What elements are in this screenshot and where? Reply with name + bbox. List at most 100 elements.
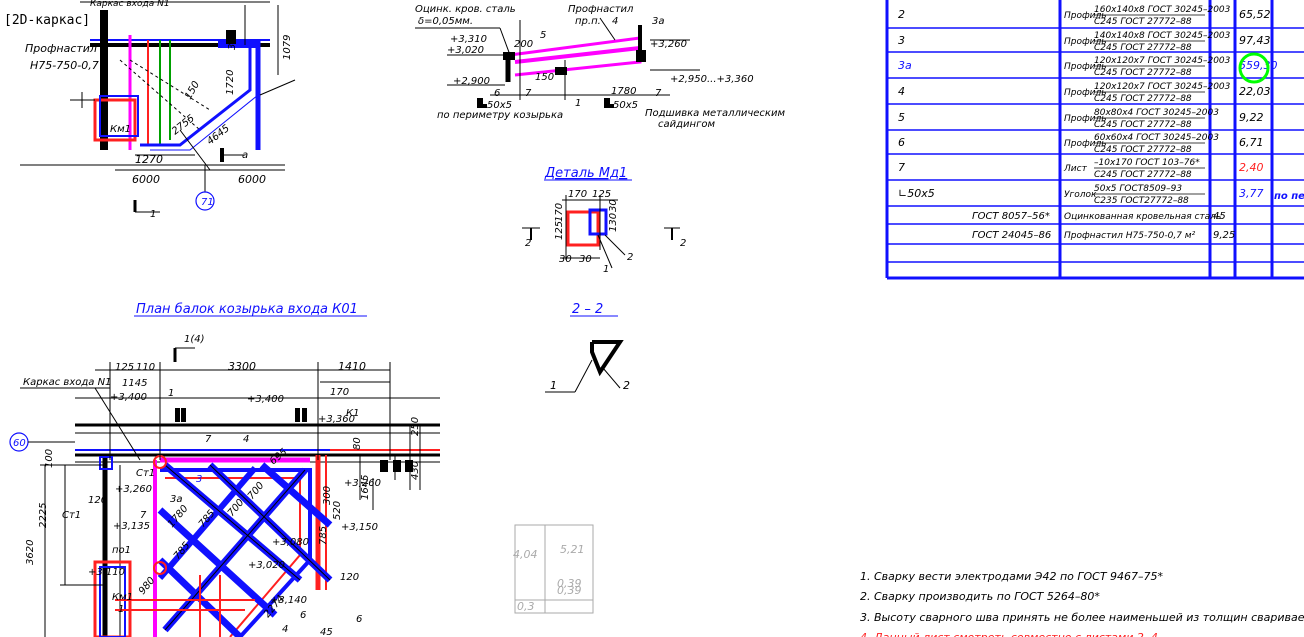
plan-dimension-label: 4 (243, 434, 249, 445)
table-cell-name: Уголок (1064, 190, 1097, 200)
plan-dimension-label: 120 (340, 572, 359, 583)
drawing-title: Деталь Мд1 (544, 166, 627, 181)
table-cell-mass: 6,71 (1239, 136, 1264, 149)
frame-dimension-label: 6000 (238, 173, 266, 186)
detail-dimension-label: 1780 (611, 86, 636, 97)
detail-dimension-label: сайдингом (658, 119, 715, 130)
detail-dimension-label: +2,950...+3,360 (670, 74, 754, 85)
table-cell-name: Профиль (1064, 37, 1107, 47)
frame-dimension-label: 6000 (132, 173, 160, 186)
table-cell-name: Профиль (1064, 62, 1107, 72)
detail-dimension-label: 150 (535, 72, 554, 83)
plan-dimension-label: +3,140 (270, 595, 307, 606)
plan-dimension-label: 700 (246, 480, 267, 502)
table-cell-spec: 120х120х7 ГОСТ 30245–2003 (1094, 82, 1231, 92)
detail-dimension-label: 50x5 (487, 100, 512, 111)
table-cell-spec: 60х60х4 ГОСТ 30245–2003 (1094, 133, 1219, 143)
plan-dimension-label: К1 (346, 408, 359, 419)
mg1-dimension-label: 1 (603, 264, 609, 275)
plan-dimension-label: 60 (13, 438, 26, 449)
plan-dimension-label: 120 (88, 495, 107, 506)
plan-dimension-label: 6 (356, 614, 362, 625)
frame-dimension-label: 150 (183, 79, 202, 101)
plan-dimension-label: 4 (282, 624, 288, 635)
table-cell-mark: ГОСТ 8057–56* (972, 211, 1050, 222)
frame-dimension-label: Каркас входа N1 (90, 0, 170, 9)
canopy-beam-plan: План балок козырька входа К01 (9, 302, 440, 637)
frame-dimension-label: 1270 (135, 153, 163, 166)
plan-dimension-label: 520 (332, 501, 343, 520)
frame-dimension-label: Н75-750-0,7 (30, 59, 99, 72)
plan-dimension-label: 250 (410, 417, 421, 436)
section-callout-label: 1 (550, 379, 557, 392)
table-cell-mass: 97,43 (1239, 34, 1271, 47)
plan-dimension-label: 3300 (228, 360, 256, 373)
mg1-dimension-label: 130 (608, 213, 619, 232)
top-left-frame-drawing: Каркас входа N1 Профнастил Н75-750-0,7 К… (20, 0, 296, 220)
note-line: 4. Данный лист смотреть совместно с лист… (860, 631, 1158, 637)
table-cell-spec: 160х140х8 ГОСТ 30245–2003 (1094, 5, 1231, 15)
plan-dimension-label: 80 (352, 437, 363, 450)
plan-dimension-label: +3,400 (110, 392, 147, 403)
table-cell-spec: С245 ГОСТ 27772–88 (1094, 170, 1192, 180)
table-cell-mark: ГОСТ 24045–86 (972, 230, 1051, 241)
selection-highlight-circle[interactable] (1238, 52, 1270, 84)
plan-dimension-label: 125 (115, 362, 134, 373)
plan-dimension-label: +3,080 (272, 537, 309, 548)
detail-dimension-label: +3,020 (447, 45, 484, 56)
table-cell-name: Профиль (1064, 139, 1107, 149)
frame-dimension-label: 71 (201, 197, 214, 208)
table-cell-spec: С245 ГОСТ 27772–88 (1094, 94, 1192, 104)
table-cell-spec: С235 ГОСТ27772–88 (1094, 196, 1189, 206)
plan-dimension-label: 100 (44, 449, 55, 468)
faint-value-label: 4,04 (513, 548, 538, 561)
plan-dimension-label: Км1 (112, 592, 133, 603)
detail-dimension-label: 200 (514, 39, 533, 50)
table-cell-name: Профнастил Н75-750-0,7 м² (1064, 231, 1196, 241)
plan-dimension-label: Каркас входа N1 (23, 377, 111, 388)
table-cell-spec: С245 ГОСТ 27772–88 (1094, 17, 1192, 27)
frame-dimension-label: 1 (150, 209, 156, 220)
viewport-label[interactable]: [2D-каркас] (2, 13, 93, 28)
faint-background-fragment: 5,21 4,04 0,39 0,39 0,3 (513, 524, 594, 614)
detail-mg1: Деталь Мд1 170 125 30 30 125 170 130 30 … (522, 166, 686, 275)
plan-dimension-label: 6 (300, 610, 306, 621)
plan-dimension-label: 1410 (338, 360, 366, 373)
table-cell-mark: ∟50х5 (898, 187, 935, 200)
detail-dimension-label: 7 (525, 88, 532, 99)
plan-dimension-label: 1(4) (184, 334, 205, 345)
table-cell-mark: 4 (898, 85, 905, 98)
plan-dimension-label: 110 (136, 362, 155, 373)
table-cell-extra: по пер (1274, 191, 1304, 202)
table-cell-spec: 120х120х7 ГОСТ 30245–2003 (1094, 56, 1231, 66)
table-cell-mass: 22,03 (1239, 85, 1271, 98)
mg1-dimension-label: 2 (525, 238, 531, 249)
plan-dimension-label: +3,260 (344, 478, 381, 489)
detail-dimension-label: 6 (494, 88, 500, 99)
plan-dimension-label: 7 (205, 434, 212, 445)
detail-dimension-label: 1 (575, 98, 581, 109)
plan-dimension-label: +3,135 (113, 521, 150, 532)
plan-dimension-label: по1 (112, 545, 131, 556)
plan-dimension-label: +3,400 (247, 394, 284, 405)
table-cell-name: Профиль (1064, 114, 1107, 124)
table-cell-spec: С245 ГОСТ 27772–88 (1094, 145, 1192, 155)
mg1-dimension-label: 125 (554, 221, 565, 240)
detail-dimension-label: Оцинк. кров. сталь (415, 4, 516, 15)
plan-dimension-label: 1 (118, 604, 124, 615)
frame-dimension-label: 350 (227, 31, 238, 50)
plan-dimension-label: 3 (196, 474, 202, 485)
note-line: 2. Сварку производить по ГОСТ 5264–80* (860, 590, 1100, 603)
plan-dimension-label: 1145 (122, 378, 147, 389)
plan-dimension-label: 1645 (360, 475, 371, 500)
frame-dimension-label: Км1 (110, 124, 131, 135)
faint-value-label: 0,3 (517, 600, 535, 613)
plan-dimension-label: 3а (170, 494, 183, 505)
mg1-dimension-label: 30 (608, 199, 619, 212)
table-cell-spec: –10х170 ГОСТ 103–76* (1094, 158, 1200, 168)
plan-dimension-label: 7 (140, 510, 147, 521)
plan-dimension-label: +3,110 (88, 567, 125, 578)
frame-dimension-label: Профнастил (25, 42, 97, 55)
detail-dimension-label: 7 (655, 88, 662, 99)
